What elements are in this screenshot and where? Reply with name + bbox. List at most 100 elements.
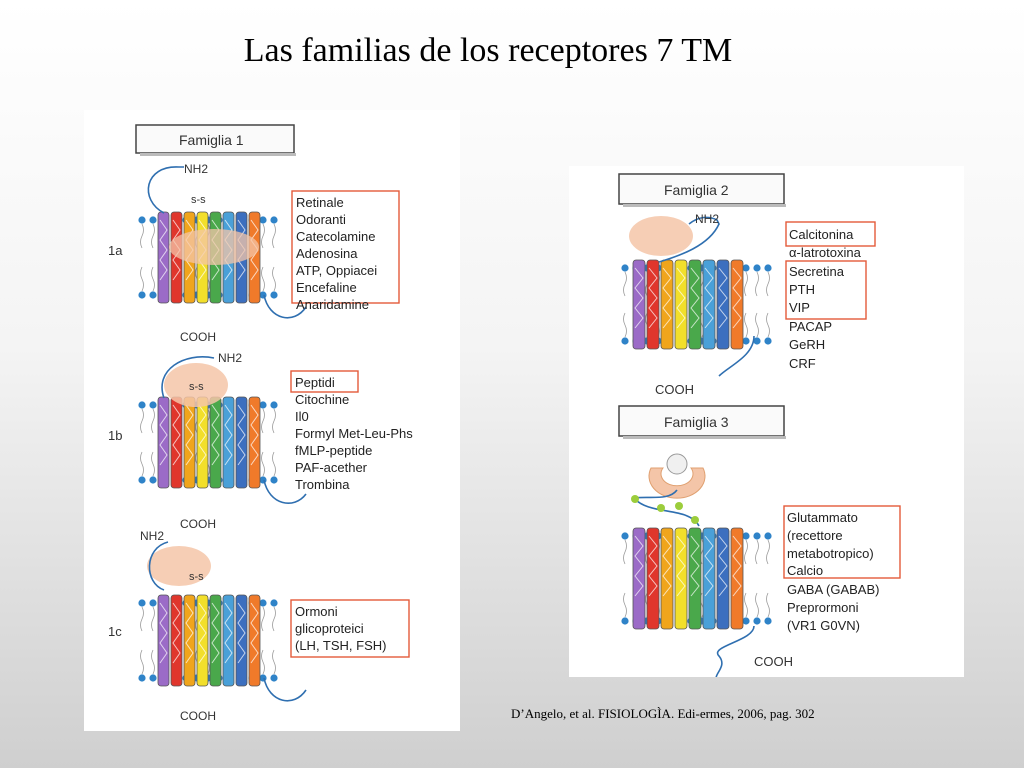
nh2-label: NH2 bbox=[695, 212, 719, 226]
helices bbox=[632, 527, 744, 630]
ligand-list: Peptidi Citochine Il0 Formyl Met-Leu-Phs… bbox=[295, 375, 413, 492]
ligand-list: Calcitonina α-latrotoxina Secretina PTH … bbox=[789, 227, 862, 371]
lipid-head bbox=[742, 617, 750, 625]
ligand-item: Encefaline bbox=[296, 280, 357, 295]
lipid-head bbox=[270, 476, 278, 484]
tm-helix bbox=[248, 396, 261, 489]
ligand-item: Odoranti bbox=[296, 212, 346, 227]
ligand-oval bbox=[147, 546, 211, 586]
receptor-1c: 1c NH2 s-s COOH Ormoni glicoproteici (LH… bbox=[108, 529, 410, 723]
ligand-item: Formyl Met-Leu-Phs bbox=[295, 426, 413, 441]
ligand-item: Il0 bbox=[295, 409, 309, 424]
receptor-family3: COOH Glutammato (recettore metabotropico… bbox=[621, 495, 901, 677]
ligand-item: glicoproteici bbox=[295, 621, 364, 636]
ligand-item: PTH bbox=[789, 282, 815, 297]
lipid-head bbox=[149, 401, 157, 409]
family1-diagram: Famiglia 1 1a NH2 s-s COOH Retinale Odor… bbox=[108, 124, 413, 723]
variant-id: 1b bbox=[108, 428, 122, 443]
tm-helix bbox=[716, 527, 730, 630]
lipid-head bbox=[270, 291, 278, 299]
ligand-item: Anaridamine bbox=[296, 297, 369, 312]
receptor-1a: 1a NH2 s-s COOH Retinale Odoranti Cateco… bbox=[108, 162, 400, 344]
tm-helix bbox=[196, 594, 209, 687]
lipid-head bbox=[621, 617, 629, 625]
lipid-head bbox=[259, 291, 267, 299]
cooh-label: COOH bbox=[655, 382, 694, 397]
lipid-head bbox=[753, 337, 761, 345]
ligand-highlight-box bbox=[785, 221, 876, 247]
ligand-item: Retinale bbox=[296, 195, 344, 210]
ligand-list: Glutammato (recettore metabotropico) Cal… bbox=[787, 510, 879, 633]
lipid-head bbox=[764, 264, 772, 272]
tm-helix bbox=[209, 594, 222, 687]
lipid-head bbox=[742, 264, 750, 272]
nh2-label: NH2 bbox=[218, 351, 242, 365]
lipid-head bbox=[138, 401, 146, 409]
variant-id: 1a bbox=[108, 243, 123, 258]
ligand-item: CRF bbox=[789, 356, 816, 371]
ligand-item: GeRH bbox=[789, 337, 825, 352]
ligand-item: GABA (GABAB) bbox=[787, 582, 879, 597]
lipid-head bbox=[259, 216, 267, 224]
ligand-oval bbox=[164, 363, 228, 407]
tm-helix bbox=[688, 527, 702, 630]
ligand-item: Citochine bbox=[295, 392, 349, 407]
lipid-head bbox=[259, 401, 267, 409]
lipid-head bbox=[621, 532, 629, 540]
venus-flytrap-domain bbox=[633, 453, 706, 499]
ligand-item: fMLP-peptide bbox=[295, 443, 372, 458]
ligand-item: ATP, Oppiacei bbox=[296, 263, 377, 278]
tm-helix bbox=[235, 594, 248, 687]
variant-id: 1c bbox=[108, 624, 122, 639]
ligand-item: (VR1 G0VN) bbox=[787, 618, 860, 633]
lipid-head bbox=[259, 674, 267, 682]
ss-label: s-s bbox=[191, 194, 206, 206]
lipid-head bbox=[753, 617, 761, 625]
helices bbox=[157, 594, 261, 687]
ligand-list: Retinale Odoranti Catecolamine Adenosina… bbox=[296, 195, 377, 312]
lipid-head bbox=[742, 532, 750, 540]
lipid-head bbox=[259, 599, 267, 607]
tm-helix bbox=[248, 594, 261, 687]
lipid-head bbox=[138, 674, 146, 682]
lipid-head bbox=[270, 216, 278, 224]
cooh-label: COOH bbox=[754, 654, 793, 669]
lipid-head bbox=[270, 599, 278, 607]
receptor-family2: NH2 COOH Calcitonina α-latrotoxina Secre… bbox=[621, 212, 876, 397]
tm-helix bbox=[183, 594, 196, 687]
lipid-head bbox=[149, 216, 157, 224]
tm-helix bbox=[170, 594, 183, 687]
lipid-head bbox=[149, 476, 157, 484]
ligand-item: Preprormoni bbox=[787, 600, 859, 615]
family1-label: Famiglia 1 bbox=[179, 132, 244, 148]
tm-helix bbox=[674, 527, 688, 630]
ligand-oval bbox=[169, 229, 259, 265]
lipid-head bbox=[149, 674, 157, 682]
lipid-head bbox=[138, 599, 146, 607]
nh2-label: NH2 bbox=[184, 162, 208, 176]
lipid-head bbox=[270, 674, 278, 682]
tm-helix bbox=[235, 396, 248, 489]
ligand-item: (recettore bbox=[787, 528, 843, 543]
family1-label-box: Famiglia 1 bbox=[135, 124, 296, 156]
lipid-head bbox=[138, 476, 146, 484]
family2-label-box: Famiglia 2 bbox=[618, 173, 786, 207]
family1-panel: Famiglia 1 1a NH2 s-s COOH Retinale Odor… bbox=[84, 110, 460, 731]
ligand-item: PACAP bbox=[789, 319, 832, 334]
helices bbox=[632, 259, 744, 350]
ligand-item: Catecolamine bbox=[296, 229, 376, 244]
lipid-head bbox=[753, 264, 761, 272]
ligand-item: PAF-acether bbox=[295, 460, 368, 475]
family2-3-panel: Famiglia 2 NH2 COOH Calcitonina α-latrot… bbox=[569, 166, 964, 677]
ligand-list: Ormoni glicoproteici (LH, TSH, FSH) bbox=[295, 604, 387, 653]
ligand-item: Adenosina bbox=[296, 246, 358, 261]
ligand-item: Glutammato bbox=[787, 510, 858, 525]
lipid-head bbox=[764, 337, 772, 345]
ligand-item: metabotropico) bbox=[787, 546, 874, 561]
lipid-head bbox=[259, 476, 267, 484]
ligand-item: Secretina bbox=[789, 264, 845, 279]
lipid-head bbox=[138, 291, 146, 299]
receptor-1b: 1b NH2 s-s COOH Peptidi Citochine Il0 Fo… bbox=[108, 351, 413, 531]
lipid-head bbox=[270, 401, 278, 409]
lipid-head bbox=[621, 264, 629, 272]
